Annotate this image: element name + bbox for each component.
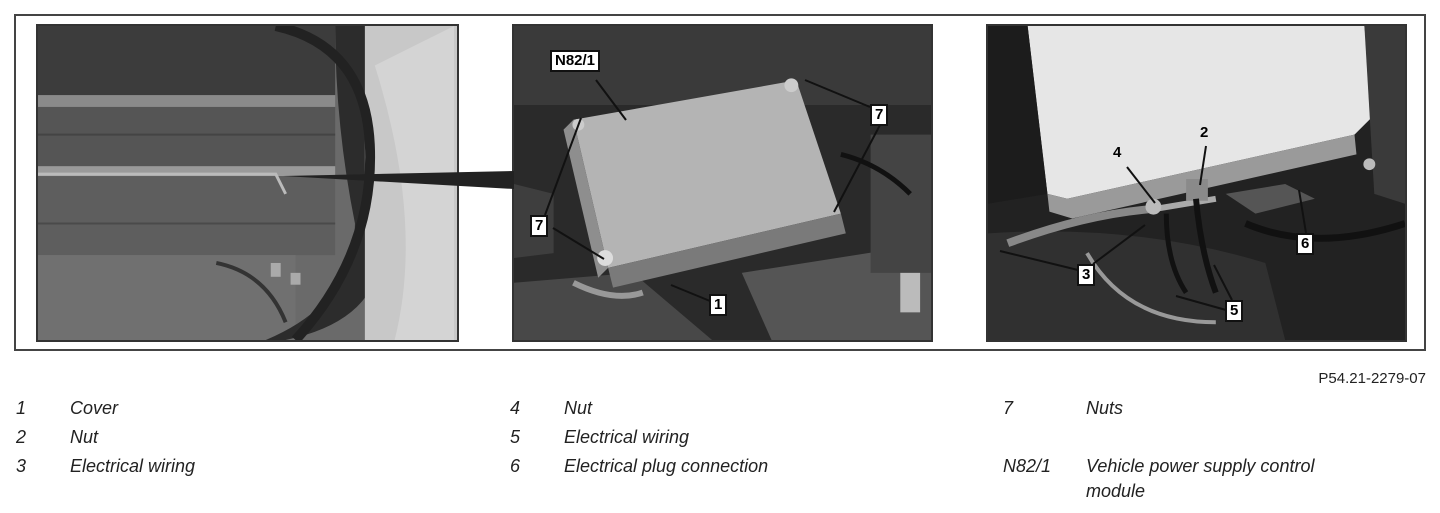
legend-number: 7 xyxy=(1003,398,1014,418)
callout-wiring-5: 5 xyxy=(1225,300,1244,322)
callout-nut-4: 4 xyxy=(1113,144,1122,161)
callout-n82-1: N82/1 xyxy=(550,50,601,72)
legend-item: 3 Electrical wiring xyxy=(16,454,316,479)
callout-nuts-left: 7 xyxy=(530,215,549,237)
legend-text: Cover xyxy=(70,398,119,418)
legend-text: Nut xyxy=(70,427,99,447)
callout-nuts-upper: 7 xyxy=(870,104,889,126)
figure-reference: P54.21-2279-07 xyxy=(1318,370,1426,387)
legend-number: N82/1 xyxy=(1003,456,1052,476)
legend-number: 1 xyxy=(16,398,27,418)
legend-item: N82/1 Vehicle power supply control modul… xyxy=(1003,454,1423,506)
legend-number: 3 xyxy=(16,456,27,476)
legend-text: Electrical wiring xyxy=(564,427,690,447)
legend-text: Electrical wiring xyxy=(70,456,196,476)
legend-text: Nuts xyxy=(1086,398,1124,418)
legend-text: Electrical plug connection xyxy=(564,456,769,476)
legend-text: Vehicle power supply control xyxy=(1086,456,1315,476)
trunk-overview-photo xyxy=(36,24,459,342)
callout-cover: 1 xyxy=(709,294,728,316)
legend-item: 2 Nut xyxy=(16,425,316,450)
legend-item: 5 Electrical wiring xyxy=(510,425,910,450)
callout-plug-6: 6 xyxy=(1296,233,1315,255)
callout-nut-2: 2 xyxy=(1200,124,1209,141)
legend-item: 6 Electrical plug connection xyxy=(510,454,910,479)
legend-item: 4 Nut xyxy=(510,396,910,421)
legend-number: 4 xyxy=(510,398,521,418)
legend-number: 5 xyxy=(510,427,521,447)
legend-item: 1 Cover xyxy=(16,396,316,421)
legend-text-continued: module xyxy=(1086,481,1146,501)
wiring-closeup-photo xyxy=(986,24,1407,342)
legend-item: 7 Nuts xyxy=(1003,396,1403,421)
legend-text: Nut xyxy=(564,398,593,418)
legend-number: 6 xyxy=(510,456,521,476)
callout-wiring-3: 3 xyxy=(1077,264,1096,286)
legend-number: 2 xyxy=(16,427,27,447)
